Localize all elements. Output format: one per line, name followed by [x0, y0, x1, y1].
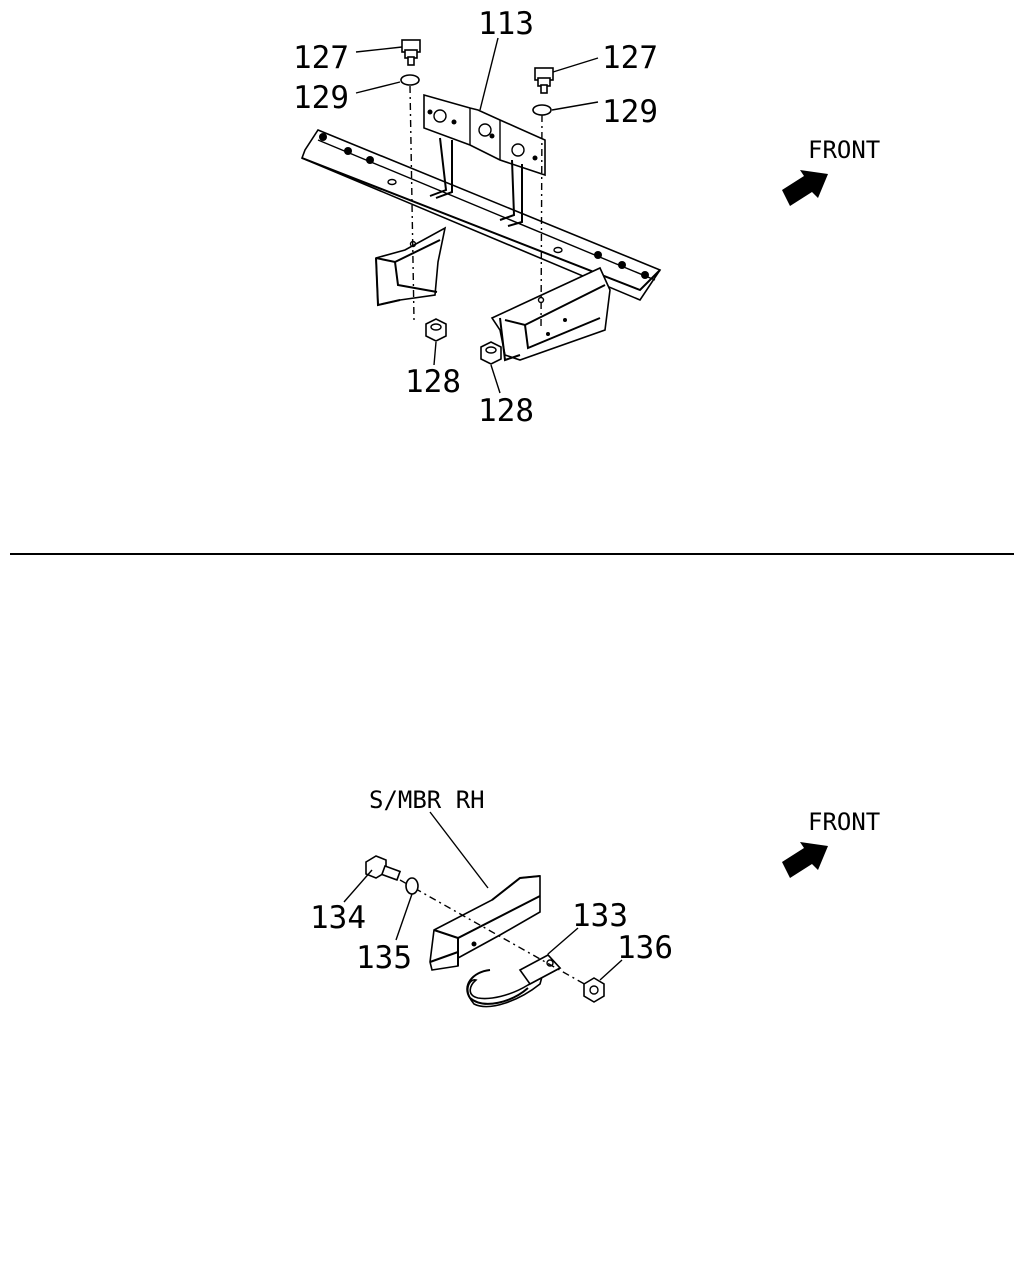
callout-129-right: 129: [602, 94, 658, 130]
member-label: S/MBR RH: [369, 786, 485, 814]
arrow-icon: [782, 842, 828, 878]
arrow-icon: [782, 170, 828, 206]
callout-127-right: 127: [602, 40, 658, 76]
nut-right: [480, 341, 502, 365]
front-label-top: FRONT: [808, 136, 880, 164]
bolt-left: [401, 39, 421, 66]
centerline-left: [409, 85, 415, 321]
washer-left: [400, 74, 420, 86]
bolt-axis: [399, 879, 596, 991]
callout-133: 133: [572, 898, 628, 934]
callout-128-left: 128: [405, 364, 461, 400]
bolt-right: [534, 67, 554, 94]
side-member-left: [375, 226, 447, 307]
cross-member: [300, 129, 662, 301]
bracket-113: [423, 93, 546, 227]
tow-hook: [466, 953, 562, 1008]
side-member-right: [490, 266, 611, 362]
bolt-134: [365, 855, 402, 881]
front-label-bottom: FRONT: [808, 808, 880, 836]
callout-128-right: 128: [478, 393, 534, 429]
bottom-view: S/MBR RH 133 134 135 136 FRONT: [310, 786, 880, 1008]
side-member-rh: [429, 875, 541, 971]
washer-right: [532, 104, 552, 116]
callout-136: 136: [617, 930, 673, 966]
nut-left: [425, 318, 447, 342]
nut-136: [583, 977, 605, 1003]
callout-127-left: 127: [293, 40, 349, 76]
centerline-right: [540, 114, 543, 331]
callout-134: 134: [310, 900, 366, 936]
callout-129-left: 129: [293, 80, 349, 116]
callout-113: 113: [478, 6, 534, 42]
washer-135: [405, 877, 419, 895]
top-view: 113 127 129 127 129 128 128 FRONT: [293, 6, 880, 429]
callout-135: 135: [356, 940, 412, 976]
